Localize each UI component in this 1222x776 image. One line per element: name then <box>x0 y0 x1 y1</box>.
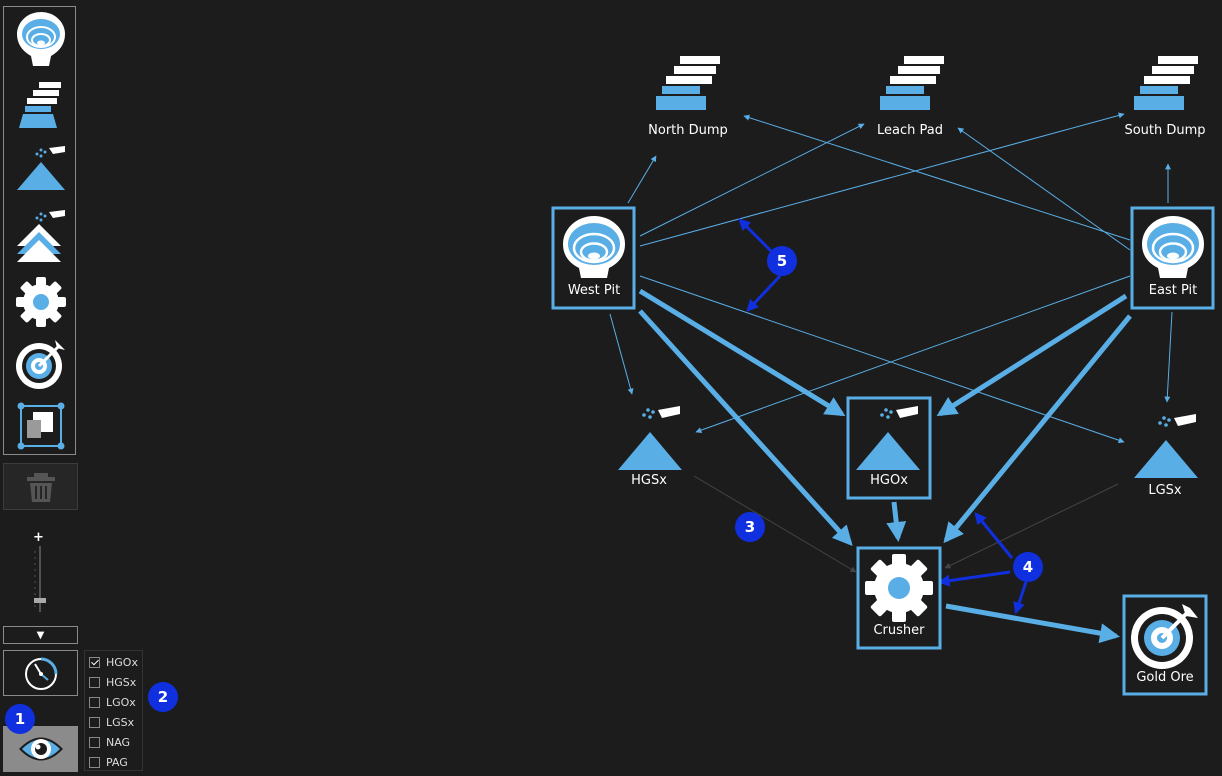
connector <box>886 501 907 542</box>
material-filter-panel: HGOx HGSx LGOx LGSx NAG PAG <box>84 650 143 771</box>
pit-icon <box>16 12 65 66</box>
dump-tool[interactable] <box>4 73 77 135</box>
south-dump-label: South Dump <box>1124 123 1206 138</box>
connector <box>743 114 1131 241</box>
checkbox[interactable] <box>89 756 100 768</box>
connector <box>957 127 1131 251</box>
checkbox[interactable] <box>89 656 100 668</box>
connector <box>944 483 1119 569</box>
lgsx-label: LGSx <box>1148 483 1182 498</box>
filter-label: NAG <box>106 735 131 749</box>
target-tool[interactable] <box>4 333 77 395</box>
east-pit-label: East Pit <box>1148 283 1198 298</box>
zoom-track <box>34 546 46 612</box>
north-dump-label: North Dump <box>648 123 728 138</box>
thin-connectors <box>609 112 1173 444</box>
layout-tool[interactable] <box>4 395 77 457</box>
connector <box>627 155 657 204</box>
hgox-label: HGOx <box>870 473 908 488</box>
annotation-arrow <box>937 570 1011 587</box>
pit-tool[interactable] <box>4 9 77 71</box>
stockpile-tool[interactable] <box>4 139 77 201</box>
badge-4: 4 <box>1013 552 1043 582</box>
zoom-in-label: + <box>33 530 44 545</box>
tool-palette <box>3 6 76 455</box>
lgsx-stockpile-icon[interactable] <box>1134 414 1198 478</box>
collapse-dropdown[interactable]: ▼ <box>3 626 78 644</box>
annotation-arrow <box>1013 581 1028 615</box>
gear-icon <box>15 277 66 327</box>
visibility-button[interactable] <box>3 726 78 772</box>
dim-connectors <box>693 475 1119 573</box>
thick-connectors <box>638 288 1132 644</box>
checkbox[interactable] <box>89 716 100 728</box>
dump-icon <box>18 82 61 128</box>
filter-item[interactable]: NAG <box>89 732 130 752</box>
filter-label: HGOx <box>106 655 138 669</box>
connector <box>695 275 1131 433</box>
filter-item[interactable]: LGOx <box>89 692 136 712</box>
connector <box>945 603 1120 644</box>
crusher-label: Crusher <box>873 623 925 638</box>
annotation-arrows <box>738 218 1028 615</box>
connector <box>639 112 1125 247</box>
zoom-thumb[interactable] <box>34 598 46 603</box>
west-pit-label: West Pit <box>567 283 621 298</box>
connector <box>936 293 1128 417</box>
badge-3: 3 <box>735 512 765 542</box>
filter-label: HGSx <box>106 675 137 689</box>
hgsx-label: HGSx <box>631 473 667 488</box>
delete-button[interactable] <box>3 463 78 510</box>
filter-item[interactable]: HGOx <box>89 652 138 672</box>
pit-icon <box>563 216 625 278</box>
chevron-down-icon: ▼ <box>36 629 45 641</box>
annotation-arrow <box>974 512 1014 559</box>
annotation-arrow <box>738 218 774 254</box>
connector <box>638 288 846 417</box>
connector <box>1164 311 1173 403</box>
badge-2: 2 <box>148 682 178 712</box>
filter-label: LGSx <box>106 715 135 729</box>
badge-5: 5 <box>767 246 797 276</box>
connector <box>693 475 857 573</box>
checkbox[interactable] <box>89 696 100 708</box>
select-layout-icon <box>17 402 64 450</box>
north-dump-icon[interactable] <box>656 56 720 110</box>
connector <box>639 123 865 237</box>
south-dump-icon[interactable] <box>1134 56 1198 110</box>
connector <box>943 314 1132 544</box>
connector <box>639 275 1125 444</box>
target-icon <box>15 340 65 389</box>
eye-icon <box>18 737 63 761</box>
zoom-slider[interactable]: + <box>20 530 60 618</box>
pit-icon <box>1142 216 1204 278</box>
scheduler-button[interactable] <box>3 650 78 696</box>
multi-stockpile-tool[interactable] <box>4 205 77 267</box>
trash-icon <box>26 472 55 502</box>
stockpile-icon <box>16 146 65 190</box>
badge-1: 1 <box>5 704 35 734</box>
filter-label: LGOx <box>106 695 136 709</box>
crusher-tool[interactable] <box>4 271 77 333</box>
connector <box>638 309 853 546</box>
leach-pad-label: Leach Pad <box>877 123 943 138</box>
filter-item[interactable]: LGSx <box>89 712 134 732</box>
leach-pad-icon[interactable] <box>880 56 944 110</box>
stockpile-icon <box>856 406 920 470</box>
checkbox[interactable] <box>89 676 100 688</box>
connector <box>609 313 634 395</box>
hgsx-stockpile-icon[interactable] <box>618 406 682 470</box>
clock-icon <box>24 657 57 690</box>
target-icon <box>1131 604 1198 669</box>
gold-ore-label: Gold Ore <box>1136 670 1194 685</box>
annotation-arrow <box>746 274 782 312</box>
checkbox[interactable] <box>89 736 100 748</box>
gear-icon <box>865 554 933 622</box>
filter-item[interactable]: HGSx <box>89 672 136 692</box>
filter-label: PAG <box>106 755 128 769</box>
filter-item[interactable]: PAG <box>89 752 128 772</box>
multi-stockpile-icon <box>16 210 65 262</box>
